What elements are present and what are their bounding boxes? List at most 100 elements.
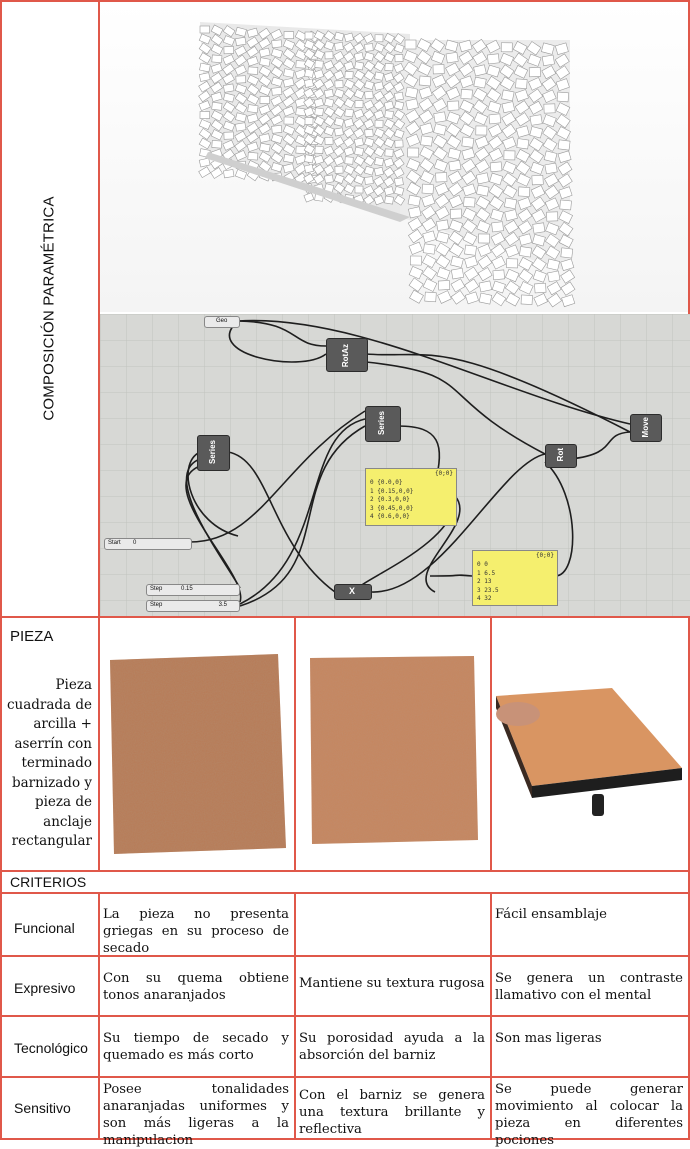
wall-tile [353,32,365,44]
wall-tile [406,157,421,172]
wall-tile [383,52,395,63]
wall-tile [323,154,335,167]
wall-tile [560,258,575,272]
wall-tile [542,125,558,140]
wall-tile [363,194,375,206]
wall-tile [501,101,516,114]
wall-tile [394,91,404,101]
wall-tile [383,42,396,54]
wall-tile [437,280,451,291]
wall-tile [419,170,435,184]
wall-tile [198,42,212,55]
move-title: Move [641,417,650,438]
wall-tile [353,137,364,147]
wall-tile [478,292,493,305]
wall-tile [407,217,423,232]
wall-tile [363,99,375,111]
wall-tile [559,199,572,211]
wall-tile [556,91,570,103]
wall-tile [364,176,374,185]
table-cell: Con su quema obtiene tonos anaranjados [103,971,289,1003]
wall-tile [541,54,555,67]
wall-tile [405,98,419,111]
wall-tile [363,60,376,72]
wall-tile [303,97,315,109]
pieza-line: barnizado y [11,774,92,791]
wall-tile [334,127,344,137]
wall-tile [294,39,308,52]
wall-tile [541,65,557,80]
wall-tile [383,137,395,149]
wall-tile [526,41,542,56]
panel-header: {0;0} [434,470,453,477]
pieza-line: pieza de [34,794,92,810]
move-node[interactable]: Move [630,414,662,442]
series-node-left[interactable]: Series [197,435,230,471]
wall-tile [198,157,211,168]
wall-tile [363,51,375,62]
pieza-line: aserrín con [14,735,92,752]
output-panel-angles[interactable]: {0;0} 0 0 1 6.5 2 13 3 23.5 4 32 [472,550,558,606]
wall-tile [283,68,295,78]
wall-tile [434,182,450,196]
wall-tile [270,95,283,107]
wall-tile [313,88,325,100]
table-cell: Su tiempo de secado y quemado es más cor… [103,1031,289,1063]
wall-tile [546,258,561,271]
multiply-node[interactable]: X [334,584,372,600]
wall-tile [222,101,236,113]
wall-tile [393,167,405,179]
wall-tile [247,66,259,75]
output-panel-vectors[interactable]: {0;0} 0 {0.0,0} 1 {0.15,0,0} 2 {0.3,0,0}… [365,468,457,526]
wall-tile [334,165,344,174]
wall-tile [383,81,395,93]
wall-tile [502,184,518,199]
wall-tile [556,126,571,141]
wall-tile [555,65,571,80]
series-node-top[interactable]: Series [365,406,401,442]
wall-tile [445,86,461,101]
wall-tile [491,280,506,294]
wall-tile [354,146,365,156]
wall-tile [473,76,487,89]
wall-tile [529,114,543,126]
wall-tile [435,231,450,244]
criterios-label: CRITERIOS [10,874,87,890]
start-slider[interactable]: Start 0 [104,538,192,550]
wall-tile [234,169,248,180]
wall-tile [446,134,462,150]
wall-tile [458,39,473,53]
wall-tile [459,111,475,126]
wall-tile [334,117,345,127]
wall-tile [303,48,316,60]
wall-tile [445,62,460,77]
rot-node[interactable]: Rot [545,444,577,468]
wall-tile [462,219,478,234]
panel-row: 0 {0.0,0} [370,479,403,486]
wall-tile [373,195,385,206]
wall-tile [373,127,385,139]
wall-tile [313,154,325,165]
wall-tile [303,58,316,70]
wall-tile [407,194,421,207]
table-cell: Mantiene su textura rugosa [299,976,485,991]
wall-tile [283,116,294,125]
grid-line [0,1076,690,1078]
wall-tile [504,244,520,258]
geo-param[interactable]: Geo [204,316,240,328]
wall-tile [448,194,464,209]
wall-tile [517,208,533,223]
wall-tile [546,292,562,308]
wall-tile [283,153,295,164]
wall-tile [450,267,465,280]
wall-tile [514,89,529,102]
wall-tile [373,81,384,91]
rotaz-node[interactable]: RotAz [326,338,368,372]
wall-tile [383,72,395,83]
step-slider-1[interactable]: Step 0.15 [146,584,240,596]
wall-tile [282,77,295,88]
wall-tile [557,161,573,176]
wall-tile [199,111,210,119]
wall-tile [198,100,211,112]
step-slider-2[interactable]: Step 3.5 [146,600,240,612]
